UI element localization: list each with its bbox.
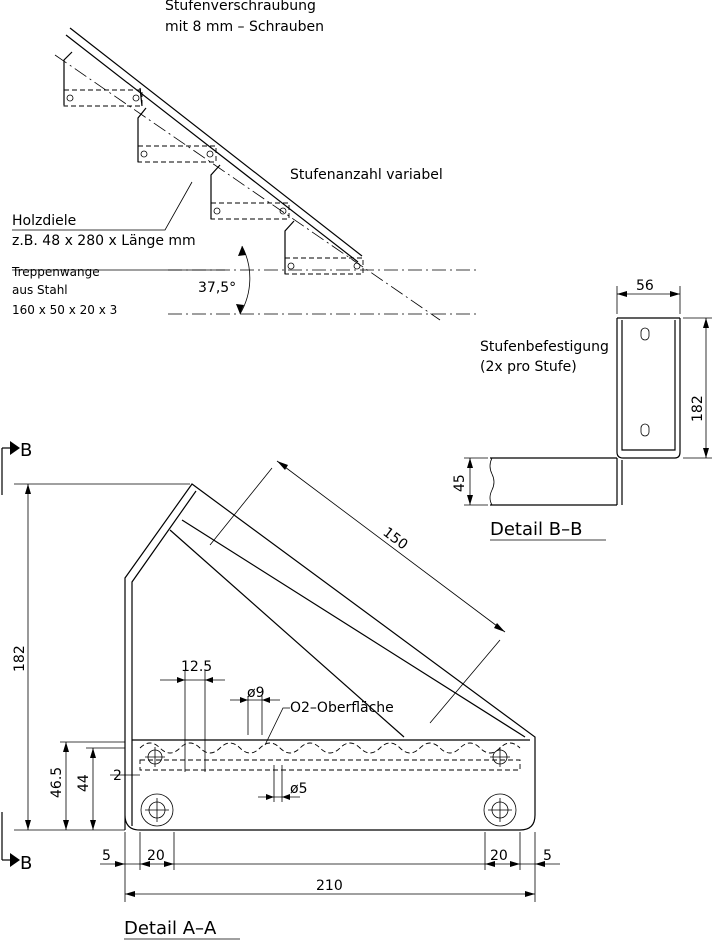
hole-icon <box>140 793 174 827</box>
dim-182-right: 182 <box>690 395 706 422</box>
dim-56: 56 <box>636 278 654 294</box>
dim-12-5: 12.5 <box>181 659 212 675</box>
dim-210: 210 <box>316 878 343 894</box>
section-b-bottom: B <box>20 853 32 874</box>
board-label-1: Holzdiele <box>12 213 76 229</box>
slot-icon <box>640 423 650 437</box>
bracket-profile <box>616 318 681 459</box>
dim-44: 44 <box>76 774 92 792</box>
detail-aa-title: Detail A–A <box>124 918 217 939</box>
dim-46-5: 46.5 <box>49 767 65 798</box>
bracket-profile-inner <box>621 320 676 451</box>
dim-5-right: 5 <box>543 848 552 864</box>
fixing-label-2: (2x pro Stufe) <box>480 359 577 375</box>
detail-bb: 56 182 45 Stufenbefestigung (2x pro Stuf… <box>452 278 712 541</box>
fixing-label-1: Stufenbefestigung <box>480 339 609 355</box>
arrow-icon <box>236 304 244 314</box>
stringer-label-3: 160 x 50 x 20 x 3 <box>12 303 117 317</box>
stringer-label-2: aus Stahl <box>12 283 68 297</box>
step-bracket <box>137 107 217 163</box>
screw-label-1: Stufenverschraubung <box>165 0 316 14</box>
grip-surface <box>139 742 521 754</box>
board-label-2: z.B. 48 x 280 x Länge mm <box>12 233 196 249</box>
detail-aa: B B 150 <box>1 440 560 940</box>
dim-5-left: 5 <box>102 848 111 864</box>
section-arrow-icon <box>10 853 20 867</box>
bracket-leg <box>616 458 623 505</box>
dim-line-150 <box>276 460 506 633</box>
stair-overview: 37,5° Stufenverschraubung mit 8 mm – Sch… <box>11 0 480 321</box>
dim-d9: ø9 <box>247 685 264 701</box>
bracket-outline <box>124 483 536 831</box>
dim-150: 150 <box>380 524 411 553</box>
stringer-label-1: Treppenwange <box>11 265 100 279</box>
dim-45: 45 <box>452 474 468 492</box>
step-bracket <box>284 220 364 275</box>
dim-182-left: 182 <box>12 645 28 672</box>
break-line <box>489 457 495 506</box>
section-b-top: B <box>20 440 32 461</box>
board-leader <box>12 181 193 231</box>
stringer-edge-inner <box>65 34 359 263</box>
stringer-edge <box>69 27 363 257</box>
stair-centerline <box>54 54 441 321</box>
dim-20-left: 20 <box>147 848 165 864</box>
hole-icon <box>483 793 517 827</box>
slot-icon <box>640 327 650 341</box>
angle-label: 37,5° <box>198 280 236 296</box>
step-bracket <box>210 164 290 220</box>
step-count-label: Stufenanzahl variabel <box>290 167 443 183</box>
angle-arc <box>239 245 251 315</box>
surface-leader <box>264 707 290 746</box>
step-bracket <box>63 51 143 107</box>
dim-2: 2 <box>113 768 122 784</box>
surface-label: O2–Oberfläche <box>290 700 394 716</box>
detail-bb-title: Detail B–B <box>490 519 582 540</box>
dim-d5: ø5 <box>290 781 307 797</box>
section-arrow-icon <box>10 441 20 455</box>
dim-20-right: 20 <box>490 848 508 864</box>
arrow-icon <box>238 246 246 256</box>
screw-label-2: mit 8 mm – Schrauben <box>165 19 324 35</box>
